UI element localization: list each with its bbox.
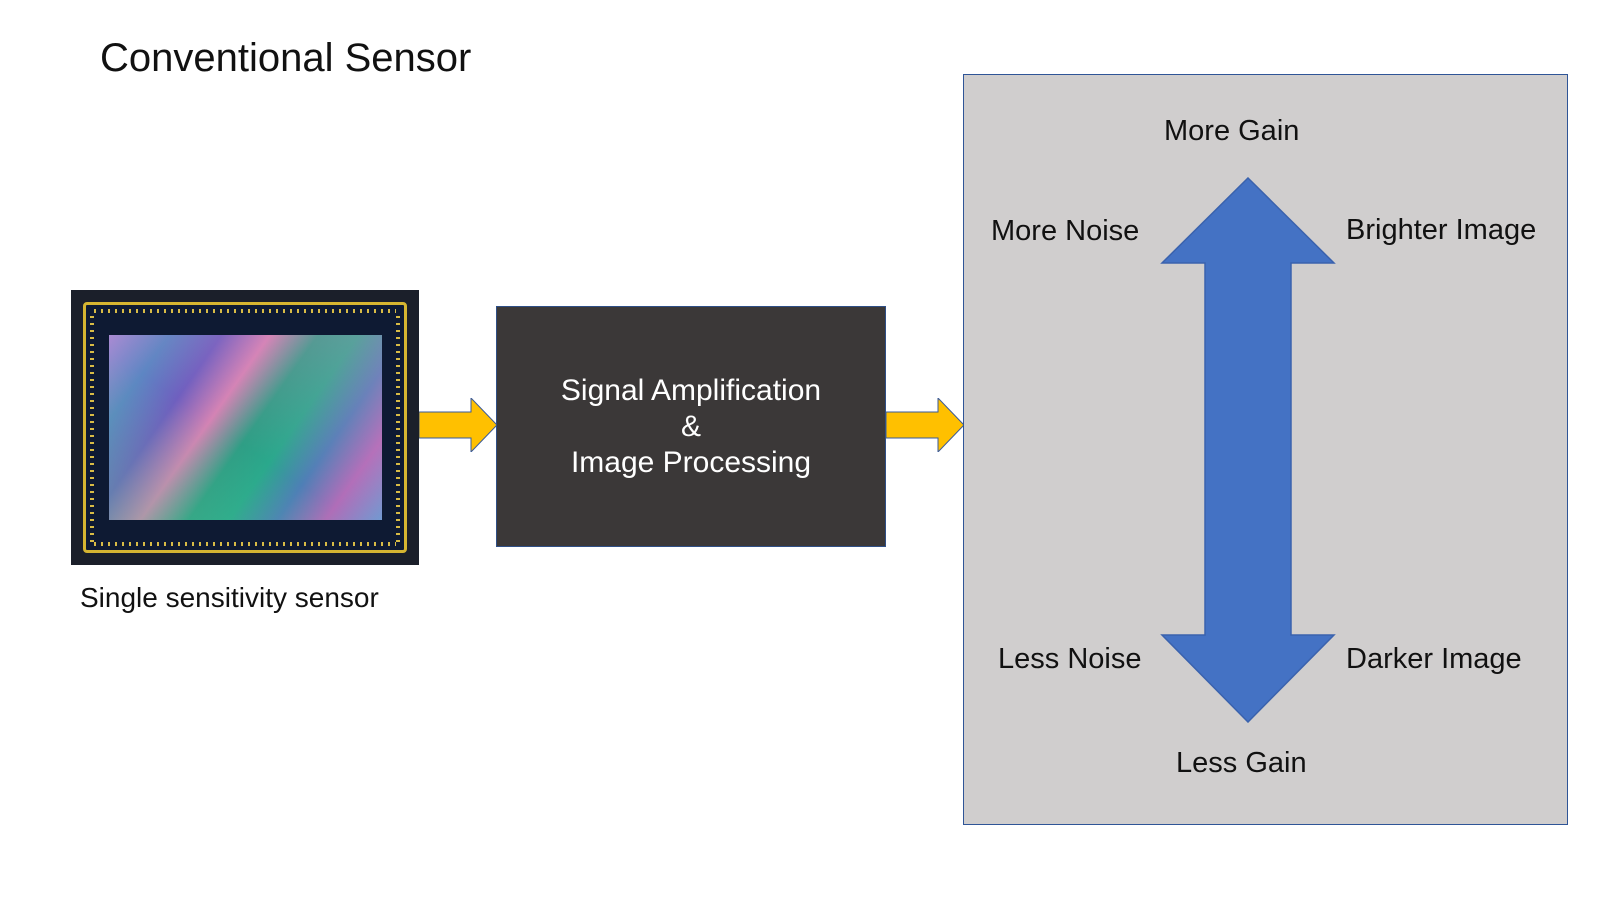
less-gain-label: Less Gain (1176, 747, 1307, 779)
flow-arrow-2 (886, 398, 965, 452)
processing-line-2: & (680, 409, 701, 443)
sensor-pins-bottom (94, 542, 396, 546)
sensor-label: Single sensitivity sensor (80, 582, 379, 613)
sensor-pins-top (94, 309, 396, 313)
more-noise-label: More Noise (991, 215, 1140, 247)
page-title: Conventional Sensor (100, 36, 472, 80)
gain-double-arrow (1160, 177, 1336, 723)
less-noise-label: Less Noise (998, 643, 1142, 675)
sensor-chip (109, 335, 382, 520)
processing-line-1: Signal Amplification (560, 373, 822, 407)
darker-image-label: Darker Image (1346, 643, 1522, 675)
more-gain-label: More Gain (1164, 115, 1300, 147)
sensor-pins-right (396, 313, 400, 542)
brighter-image-label: Brighter Image (1346, 214, 1537, 246)
processing-line-3: Image Processing (570, 445, 812, 479)
processing-box: Signal Amplification & Image Processing (496, 306, 886, 547)
sensor-image (71, 290, 419, 565)
sensor-pins-left (90, 313, 94, 542)
flow-arrow-1 (419, 398, 498, 452)
gain-panel: More Gain More Noise Brighter Image Less… (963, 74, 1568, 825)
